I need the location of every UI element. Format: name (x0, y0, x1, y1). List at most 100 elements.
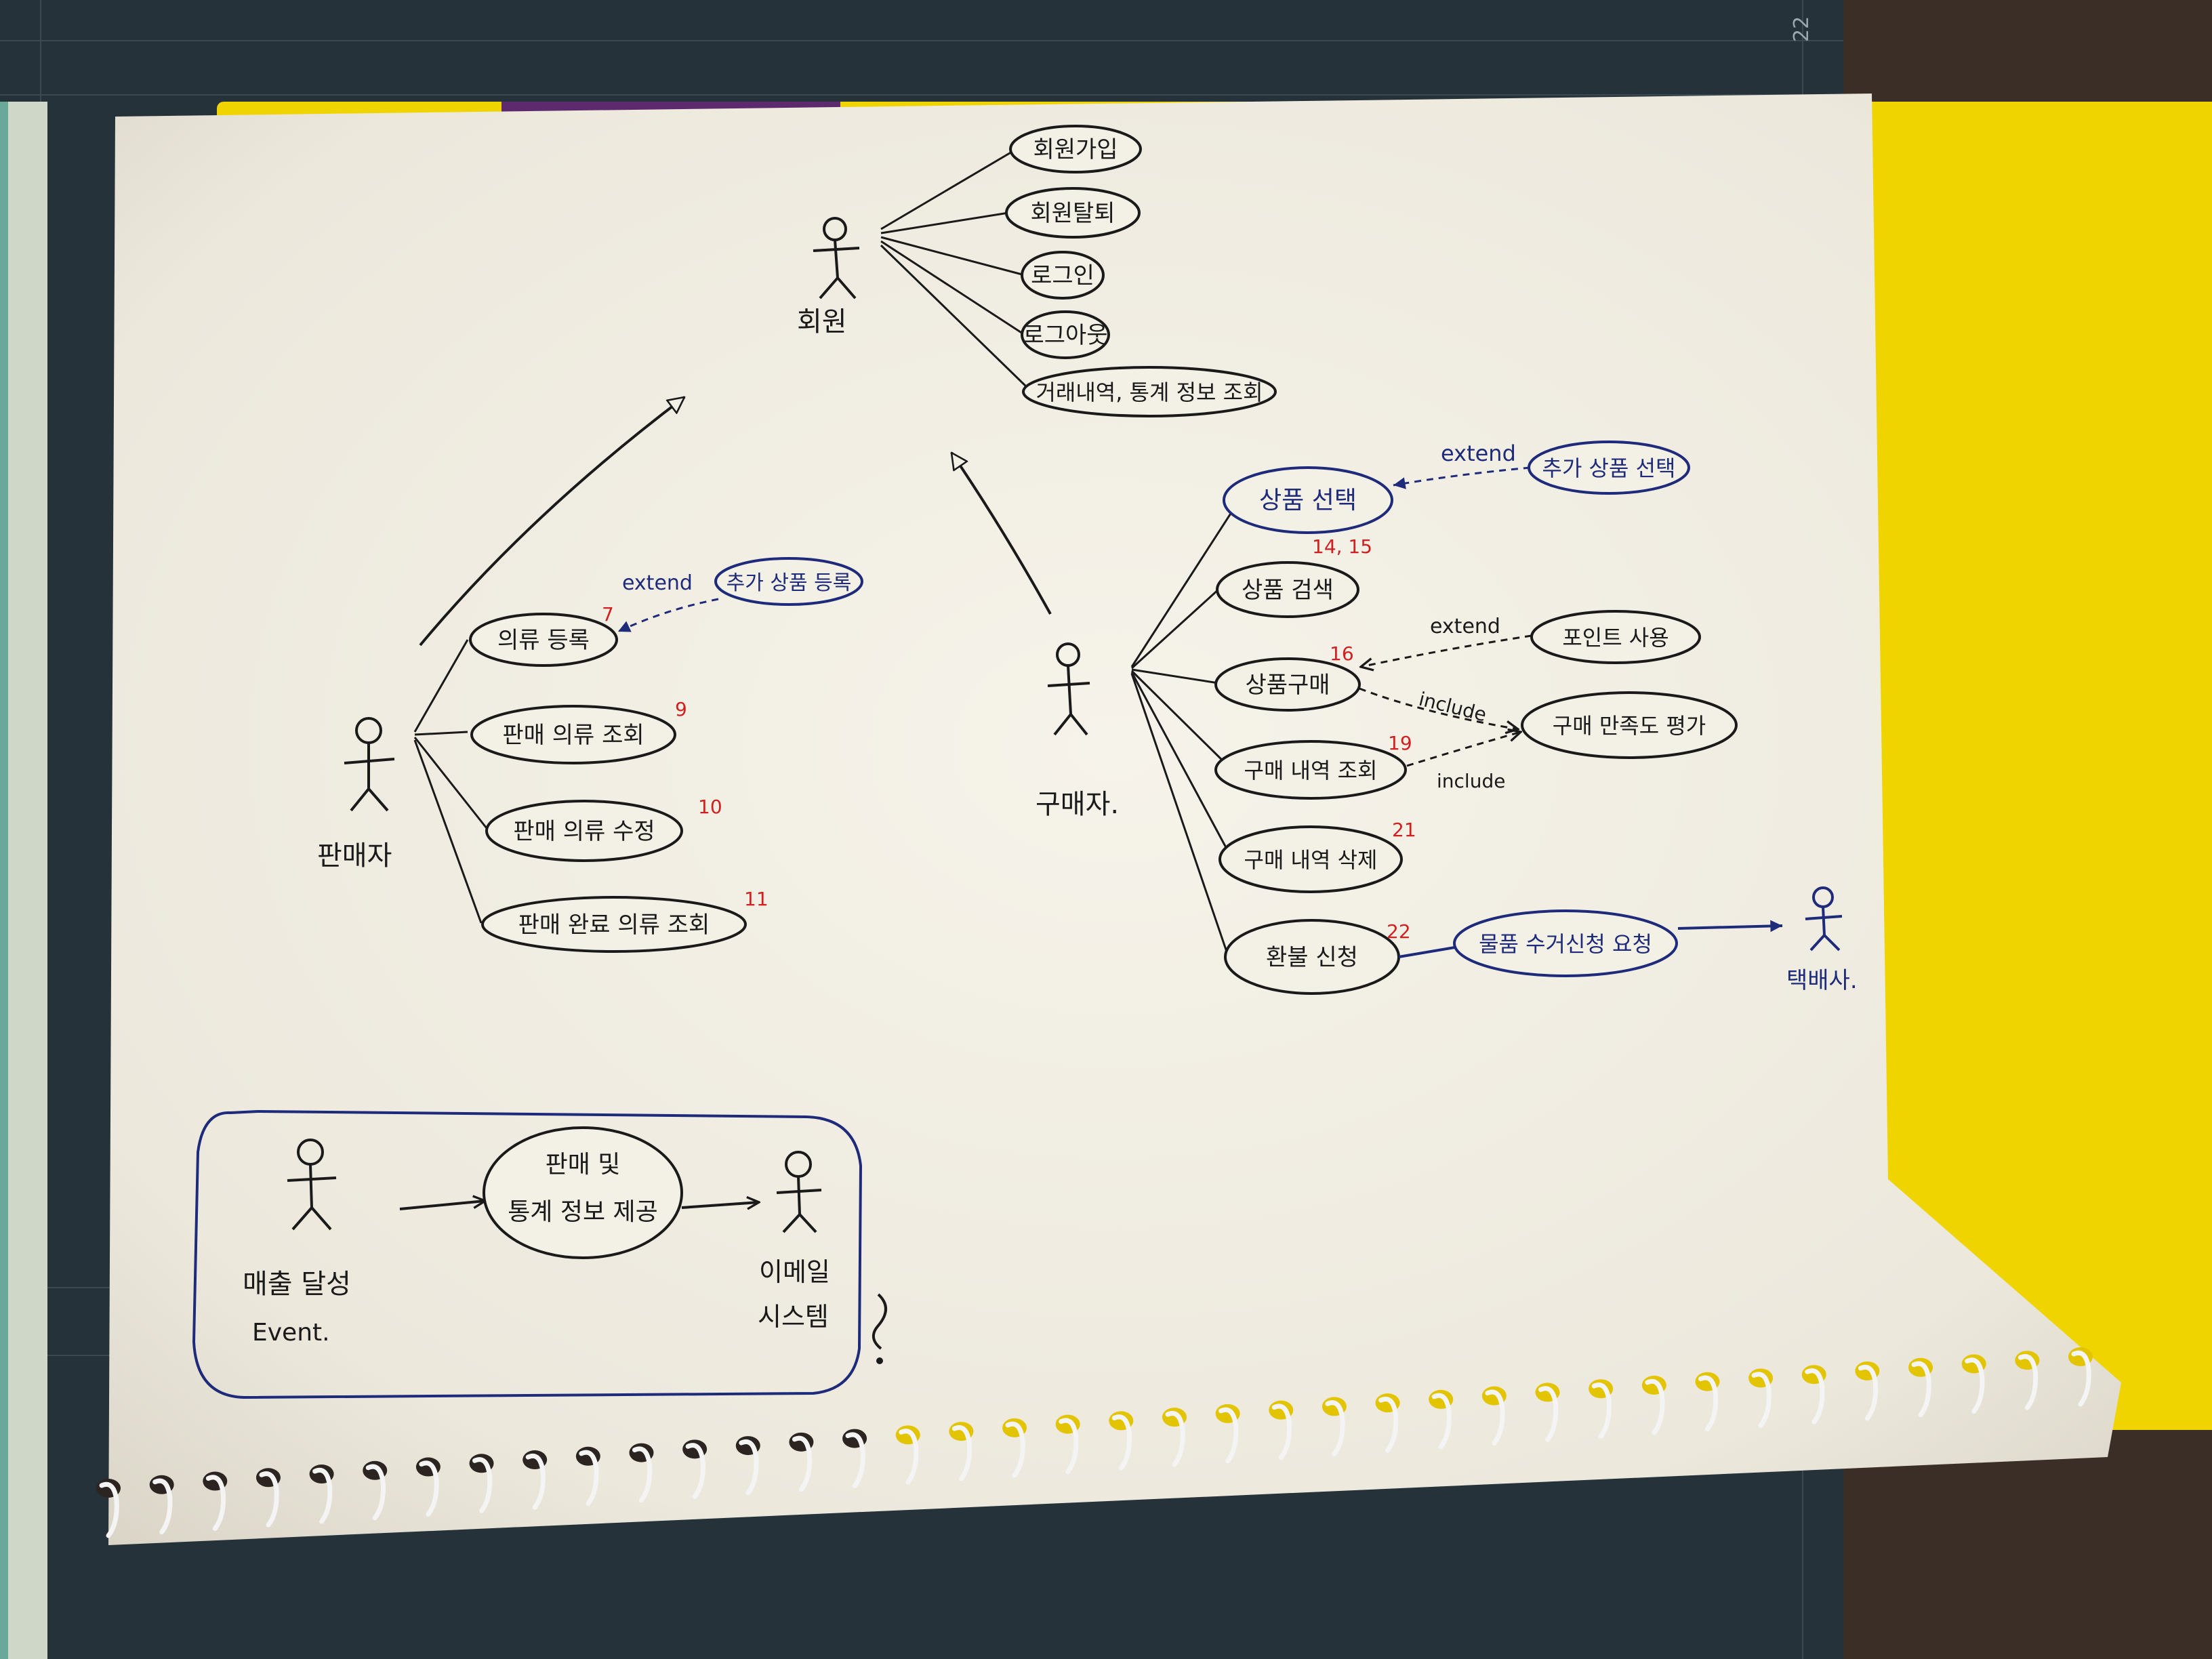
buyer-include-arrow-2 (1406, 732, 1521, 767)
uc-event (483, 1126, 683, 1259)
uc-member-1-label: 회원탈퇴 (1030, 200, 1115, 227)
uc-member-2 (1021, 251, 1105, 300)
binding-ring (1698, 1375, 1719, 1432)
actor-member-label: 회원 (797, 306, 847, 337)
binding-ring (419, 1460, 439, 1517)
uc-buyer-2-label: 상품구매 (1245, 672, 1330, 699)
binding-ring (1858, 1364, 1879, 1421)
ruler-number: 22 (1790, 16, 1814, 42)
buyer-association-lines (1130, 498, 1242, 956)
binding-ring (1059, 1418, 1079, 1475)
binding-ring (899, 1429, 919, 1485)
uc-buyer-extend-2 (1530, 610, 1701, 664)
uc-member-1 (1005, 187, 1141, 239)
buyer-num-4: 21 (1392, 819, 1416, 841)
actor-member (813, 217, 860, 300)
binding-ring (472, 1457, 493, 1513)
uc-buyer-0-label: 상품 선택 (1259, 487, 1357, 514)
spiral-binding (96, 1347, 2093, 1538)
uc-buyer-extend-1 (1528, 441, 1690, 495)
uc-return-pickup (1453, 909, 1678, 977)
uc-event-label-1: 판매 및 (546, 1151, 621, 1179)
uc-buyer-4 (1218, 825, 1403, 893)
actor-courier-label: 택배사. (1786, 967, 1858, 994)
uc-seller-extend (714, 557, 863, 606)
binding-ring (205, 1475, 226, 1532)
uc-buyer-1 (1216, 561, 1359, 618)
binding-ring (845, 1432, 865, 1489)
binding-ring (1538, 1386, 1559, 1442)
event-actor-label-2: Event. (252, 1319, 330, 1347)
uc-member-4-label: 거래내역, 통계 정보 조회 (1036, 380, 1263, 405)
member-association-lines (880, 148, 1029, 389)
pickup-to-courier-arrow (1677, 920, 1783, 933)
uc-member-0 (1009, 125, 1142, 173)
binding-ring (1911, 1361, 1931, 1418)
email-system-label-1: 이메일 (759, 1257, 830, 1287)
actor-event (287, 1139, 337, 1231)
event-to-usecase-arrow (399, 1201, 485, 1210)
event-boundary-box (192, 1109, 863, 1399)
actor-seller-label: 판매자 (317, 840, 392, 872)
buyer-extend-label-2: extend (1430, 615, 1500, 638)
uc-seller-2 (485, 800, 683, 862)
actor-seller (344, 717, 395, 812)
seller-num-0: 7 (602, 603, 614, 626)
seller-num-1: 9 (675, 698, 687, 720)
binding-ring (1378, 1397, 1399, 1453)
binding-ring (365, 1464, 386, 1521)
uc-member-2-label: 로그인 (1031, 262, 1094, 289)
buyer-generalization-arrow (950, 453, 1052, 615)
seller-extend-label: extend (622, 571, 693, 595)
actor-courier (1805, 886, 1843, 951)
buyer-num-5: 22 (1387, 920, 1411, 943)
binding-ring (1165, 1411, 1185, 1467)
uc-buyer-3-label: 구매 내역 조회 (1244, 758, 1378, 783)
binding-ring (739, 1439, 759, 1496)
binding-ring (2071, 1350, 2091, 1407)
seller-num-2: 10 (698, 796, 722, 818)
binding-ring (1751, 1372, 1771, 1428)
binding-ring (1485, 1389, 1505, 1446)
buyer-num-3: 19 (1388, 732, 1412, 754)
uc-buyer-4-label: 구매 내역 삭제 (1244, 847, 1378, 873)
binding-ring (2018, 1354, 2039, 1410)
buyer-extend-label-1: extend (1441, 441, 1516, 466)
uc-seller-3 (481, 896, 747, 953)
binding-ring (1218, 1407, 1239, 1464)
buyer-num-0: 14, 15 (1312, 535, 1372, 558)
event-actor-label-1: 매출 달성 (243, 1269, 351, 1300)
binding-ring (152, 1478, 173, 1535)
binding-ring (1325, 1400, 1345, 1456)
email-system-label-2: 시스템 (758, 1302, 829, 1332)
seller-num-3: 11 (744, 888, 769, 910)
uc-buyer-1-label: 상품 검색 (1242, 577, 1334, 604)
uc-member-0-label: 회원가입 (1033, 136, 1118, 163)
uc-member-4 (1022, 366, 1277, 417)
seller-association-lines (413, 639, 488, 924)
buyer-include-label-2: include (1437, 770, 1505, 792)
binding-ring (632, 1446, 653, 1503)
uc-event-label-2: 통계 정보 제공 (508, 1198, 658, 1226)
question-mark-doodle (872, 1293, 887, 1350)
actor-buyer-label: 구매자. (1036, 789, 1119, 820)
binding-ring (951, 1425, 972, 1481)
binding-ring (525, 1453, 546, 1510)
uc-seller-0 (469, 613, 618, 667)
buyer-num-2: 16 (1330, 642, 1354, 665)
binding-ring (1005, 1421, 1025, 1478)
actor-buyer (1047, 642, 1090, 736)
buyer-include-arrow-1 (1359, 687, 1518, 729)
seller-generalization-arrow (419, 397, 684, 647)
binding-ring (579, 1450, 599, 1507)
buyer-extend-arrow-1 (1393, 466, 1531, 489)
binding-ring (1965, 1357, 1985, 1414)
uc-buyer-extend-2-label: 포인트 사용 (1562, 625, 1668, 651)
binding-ring (1111, 1414, 1132, 1471)
binding-ring (1271, 1404, 1292, 1460)
uc-buyer-3 (1214, 740, 1407, 800)
binding-ring (792, 1435, 813, 1492)
binding-ring (1431, 1393, 1452, 1450)
binding-ring (1591, 1382, 1612, 1439)
